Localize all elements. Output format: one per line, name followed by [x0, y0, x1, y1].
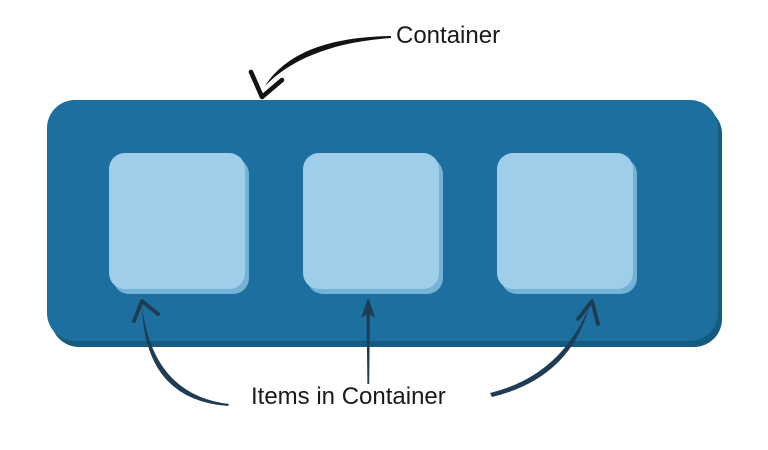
container-item-1	[109, 152, 245, 289]
flex-container	[47, 100, 718, 341]
container-arrow	[248, 36, 391, 100]
container-item-3	[497, 152, 633, 289]
items-label: Items in Container	[251, 383, 446, 410]
container-label: Container	[396, 22, 501, 49]
container-item-2	[303, 152, 439, 289]
